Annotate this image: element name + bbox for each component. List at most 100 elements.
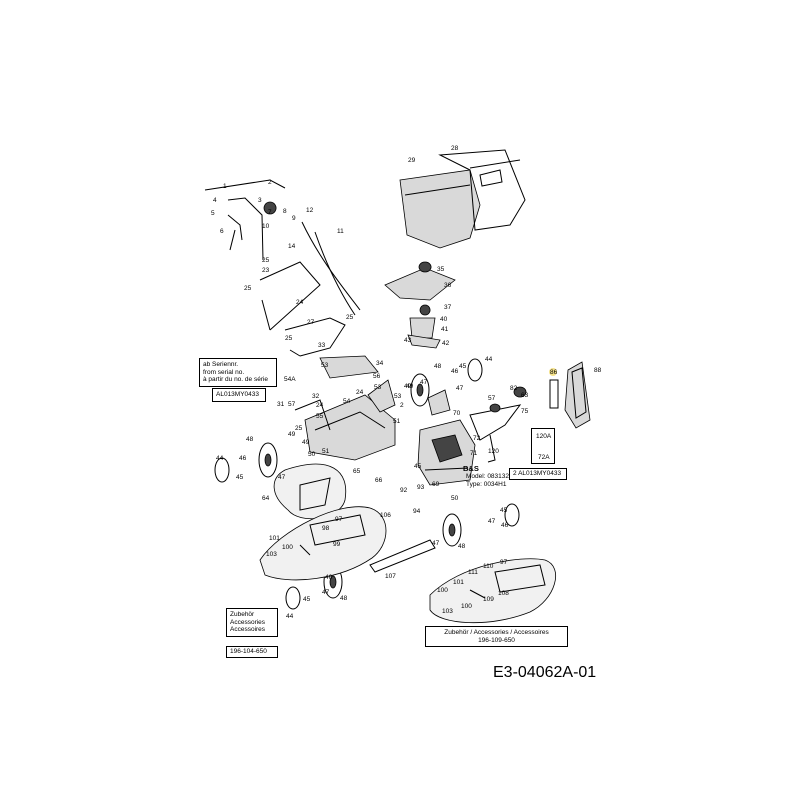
part-2: 2 xyxy=(268,179,272,186)
part-92: 92 xyxy=(400,487,408,494)
part-53c: 53 xyxy=(394,393,402,400)
part-1: 1 xyxy=(223,183,227,190)
serial-number-value: AL013MY0433 xyxy=(212,388,266,402)
part-69: 69 xyxy=(432,481,440,488)
part-23: 23 xyxy=(262,267,270,274)
serial-number-box: ab Seriennr. from serial no. à partir du… xyxy=(199,358,277,387)
part-70: 70 xyxy=(453,410,461,417)
part-97: 97 xyxy=(335,516,343,523)
part-56: 56 xyxy=(373,373,381,380)
part-32: 32 xyxy=(312,393,320,400)
part-47e: 47 xyxy=(488,518,496,525)
serial-box-line-1: ab Seriennr. xyxy=(203,361,239,368)
part-labels: 1 2 4 5 3 7 8 10 9 12 11 6 14 29 28 25 2… xyxy=(211,145,602,620)
serial-box-line-2: from serial no. xyxy=(203,368,245,376)
wheel-rear-right xyxy=(410,358,483,407)
part-120: 120 xyxy=(488,448,499,455)
part-46b: 46 xyxy=(239,455,247,462)
part-101: 101 xyxy=(269,535,280,542)
engine xyxy=(417,389,476,486)
part-94: 94 xyxy=(413,508,421,515)
part-46c: 46 xyxy=(501,522,509,529)
grass-bag-group xyxy=(399,149,526,249)
part-72: 72 xyxy=(473,435,481,442)
side-serial-box: 2 AL013MY0433 xyxy=(509,468,567,480)
part-45a: 45 xyxy=(459,363,467,370)
part-88: 88 xyxy=(594,367,602,374)
part-109: 109 xyxy=(483,596,494,603)
part-49c: 49 xyxy=(302,439,310,446)
part-6: 6 xyxy=(220,228,224,235)
part-37: 37 xyxy=(444,304,452,311)
part-54: 54 xyxy=(343,398,351,405)
accessory-box-left: Zubehör Accessories Accessoires xyxy=(226,608,278,637)
part-49d: 49 xyxy=(404,383,412,390)
part-106: 106 xyxy=(380,512,391,519)
part-55: 55 xyxy=(316,413,324,420)
part-63: 63 xyxy=(521,392,529,399)
part-103: 103 xyxy=(266,551,277,558)
drive-parts xyxy=(384,261,456,349)
part-24: 24 xyxy=(296,299,304,306)
part-111: 111 xyxy=(468,569,478,576)
tensioner-parts xyxy=(469,386,527,463)
handle-assembly xyxy=(204,179,379,379)
wheel-left xyxy=(214,442,278,483)
wheel-front-mid xyxy=(442,503,520,547)
part-25d: 25 xyxy=(346,314,354,321)
part-8: 8 xyxy=(283,208,287,215)
part-50: 50 xyxy=(308,451,316,458)
accessory-blob-right xyxy=(429,558,556,624)
part-47a: 47 xyxy=(420,379,428,386)
part-4: 4 xyxy=(213,197,217,204)
part-34: 34 xyxy=(376,360,384,367)
part-86: 86 xyxy=(550,369,558,376)
part-97b: 97 xyxy=(500,559,508,566)
part-45b: 45 xyxy=(236,474,244,481)
shaft-107 xyxy=(369,539,436,573)
part-48a: 48 xyxy=(434,363,442,370)
part-40: 40 xyxy=(440,316,448,323)
part-25c: 25 xyxy=(285,335,293,342)
serial-callout-label: 54A xyxy=(284,376,296,383)
part-49: 49 xyxy=(406,383,414,390)
part-46a: 46 xyxy=(451,368,459,375)
part-45e: 45 xyxy=(303,596,311,603)
belt-variant-box: 120A 72A xyxy=(531,428,555,464)
part-75: 75 xyxy=(521,408,529,415)
part-33: 33 xyxy=(318,342,326,349)
highlighted-part-label: 86 xyxy=(550,369,558,376)
highlight-marker xyxy=(549,368,557,376)
part-71: 71 xyxy=(470,450,478,457)
part-12: 12 xyxy=(306,207,314,214)
part-44a: 44 xyxy=(485,356,493,363)
part-50b: 50 xyxy=(451,495,459,502)
part-110: 110 xyxy=(483,563,494,570)
engine-brand: B&S xyxy=(463,464,479,473)
part-99: 99 xyxy=(333,541,341,548)
part-27: 27 xyxy=(307,319,315,326)
part-47f: 47 xyxy=(322,589,330,596)
serial-box-line-3: à partir du no. de série xyxy=(203,376,269,383)
part-3: 3 xyxy=(258,197,262,204)
part-82: 82 xyxy=(510,385,518,392)
rake-blob-64 xyxy=(273,463,347,519)
part-46d: 46 xyxy=(325,574,333,581)
part-28: 28 xyxy=(451,145,459,152)
accessory-blob-left xyxy=(259,506,387,581)
deck-housing xyxy=(294,379,396,461)
part-108: 108 xyxy=(498,590,509,597)
diagram-code: E3-04062A-01 xyxy=(493,664,597,681)
part-7: 7 xyxy=(268,209,272,216)
part-93: 93 xyxy=(417,484,425,491)
part-65: 65 xyxy=(353,468,361,475)
part-107: 107 xyxy=(385,573,396,580)
part-47b: 47 xyxy=(456,385,464,392)
part-25b: 25 xyxy=(244,285,252,292)
part-45c: 45 xyxy=(414,463,422,470)
part-10: 10 xyxy=(262,223,270,230)
part-31: 31 xyxy=(277,401,285,408)
part-64: 64 xyxy=(262,495,270,502)
engine-model: Model: 083132 xyxy=(466,473,510,480)
